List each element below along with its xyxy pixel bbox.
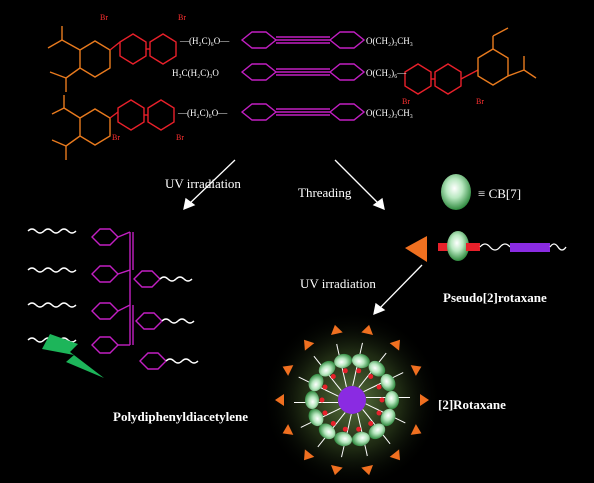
rotaxane-stopper (389, 339, 400, 351)
rotaxane-stopper (410, 365, 422, 376)
rotaxane-cb7-ring (334, 353, 353, 369)
rotaxane-viologen-dot (379, 397, 385, 403)
br-label-4: Br (476, 97, 484, 106)
br-label-3: Br (402, 97, 410, 106)
br-label-6: Br (176, 133, 184, 142)
arrow-threading (334, 159, 385, 211)
rotaxane-cb7-ring (318, 423, 336, 440)
rotaxane-viologen-dot (342, 426, 348, 432)
uv-irradiation-label-1: UV irradiation (165, 176, 241, 191)
rotaxane-viologen-dot (322, 384, 328, 390)
rotaxane-viologen-dot (319, 397, 325, 403)
lightning-bolt-icon (42, 334, 104, 378)
rotaxane-stopper (304, 339, 315, 351)
pseudo-rotaxane-graphic (405, 231, 567, 262)
br-label-1: Br (100, 13, 108, 22)
rotaxane-cb7-ring (308, 373, 324, 392)
rotaxane-arms (275, 324, 429, 476)
rotaxane-cb7-ring (351, 431, 370, 447)
arrow-uv-right (373, 264, 423, 316)
monomer-structure: —(H₂C)₆O— H₃C(H₂C)₃O —(H₂C)₆O— O(CH₂)₃CH… (47, 13, 537, 160)
polydiacetylene-structure (27, 228, 199, 370)
cb7-ring-icon (447, 231, 469, 261)
rotaxane-stopper (361, 465, 373, 476)
rotaxane-cb7-ring (368, 360, 386, 377)
viologen-top-left (119, 33, 177, 65)
rotaxane-label: [2]Rotaxane (438, 397, 506, 412)
viologen-middle-right (404, 63, 479, 95)
rotaxane-stopper (275, 394, 284, 406)
rotaxane-stopper (389, 449, 400, 461)
rotaxane-viologen-dot (322, 410, 328, 416)
left-ester-group-bottom (51, 95, 119, 160)
rotaxane-cb7-ring (385, 391, 399, 409)
rotaxane-core (338, 386, 366, 414)
rotaxane-assembly (262, 310, 442, 483)
rotaxane-stopper (361, 324, 373, 335)
rotaxane-cb7-ring (318, 360, 336, 377)
rotaxane-cb7-ring (334, 431, 353, 447)
rotaxane-stopper (282, 424, 294, 435)
cb7-label: ≡ CB[7] (478, 186, 521, 201)
rotaxane-cb7-ring (308, 408, 324, 427)
rotaxane-cb7-ring (380, 373, 396, 392)
pseudo-rotaxane-label: Pseudo[2]rotaxane (443, 290, 547, 305)
cb7-legend-icon (441, 174, 471, 210)
rotaxane-stopper (420, 394, 429, 406)
chain-label-bottom: —(H₂C)₆O— (177, 108, 228, 118)
rotaxane-viologen-dot (376, 410, 382, 416)
rotaxane-stopper (331, 324, 343, 335)
polymer-label: Polydiphenyldiacetylene (113, 409, 248, 424)
br-label-5: Br (112, 133, 120, 142)
rotaxane-viologen-dot (368, 374, 374, 379)
rotaxane-stopper (410, 424, 422, 435)
stopper-icon (405, 236, 427, 262)
rotaxane-viologen-dot (356, 426, 362, 432)
rotaxane-viologen-dot (368, 421, 374, 426)
diacetylene-row-bottom (240, 103, 366, 121)
chain-label-top: —(H₂C)₆O— (179, 36, 230, 46)
chain-label-middle: H₃C(H₂C)₃O (172, 68, 219, 78)
rotaxane-cb7-ring (351, 353, 370, 369)
uv-irradiation-label-2: UV irradiation (300, 276, 376, 291)
rotaxane-cb7-ring (380, 408, 396, 427)
rotaxane-viologen-dot (376, 384, 382, 390)
rotaxane-cb7-ring (305, 391, 319, 409)
viologen-bottom-left (117, 99, 175, 131)
arrow-uv-left (183, 159, 236, 211)
threading-label: Threading (298, 185, 352, 200)
tail-label-top: O(CH₂)₃CH₃ (366, 36, 413, 46)
left-ester-group-top (47, 26, 121, 92)
rotaxane-viologen-dot (342, 368, 348, 374)
rotaxane-stopper (282, 365, 294, 376)
rotaxane-stopper (331, 465, 343, 476)
rotaxane-stopper (304, 449, 315, 461)
rotaxane-viologen-dot (356, 368, 362, 374)
tail-label-bottom: O(CH₂)₃CH₃ (366, 108, 413, 118)
diacetylene-row-middle (240, 63, 366, 81)
diacetylene-row-top (240, 31, 366, 49)
rotaxane-viologen-dot (330, 374, 336, 379)
rotaxane-cb7-ring (368, 423, 386, 440)
rotaxane-viologen-dot (330, 421, 336, 426)
right-ester-group (477, 27, 537, 86)
tail-label-middle: O(CH₂)₆— (366, 68, 407, 78)
br-label-2: Br (178, 13, 186, 22)
